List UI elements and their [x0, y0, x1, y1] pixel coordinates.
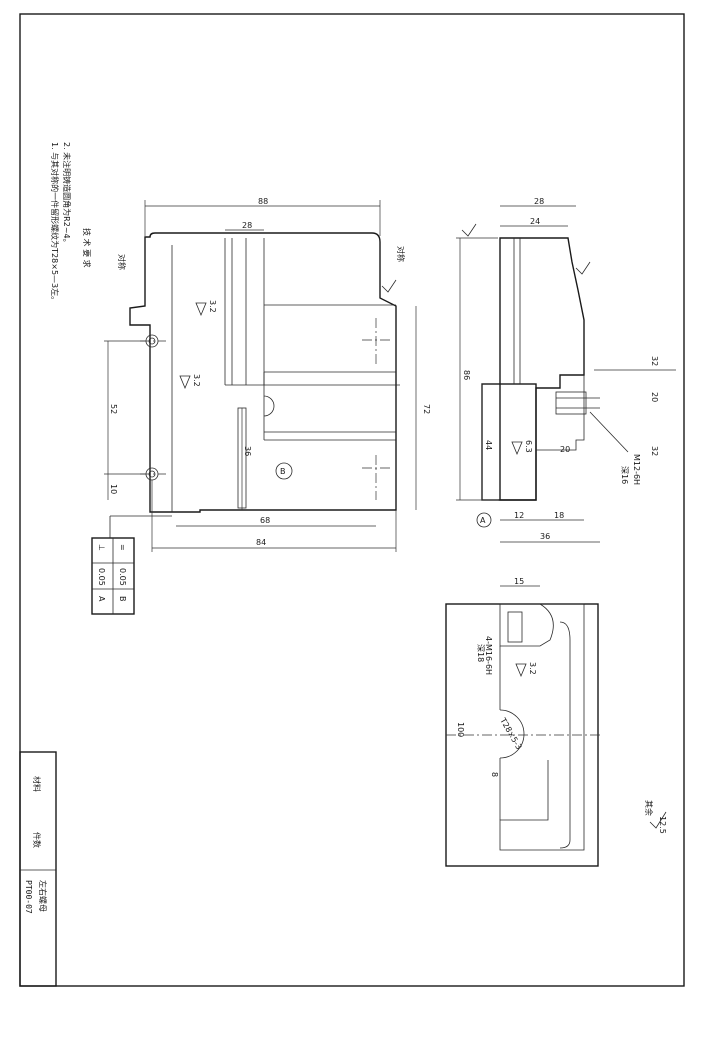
label-right: 对称 [396, 246, 406, 262]
front-outline [129, 232, 397, 513]
dim-section-b3: 36 [540, 532, 550, 541]
tolerance-value-1: 0.05 [97, 568, 106, 586]
dim-section-lower: 44 [484, 440, 493, 450]
tolerance-symbol-1: ⊥ [97, 544, 106, 551]
dim-section-top1: 28 [534, 197, 544, 206]
dim-section-r4: 32 [650, 446, 659, 456]
note-line-1: 1. 与其对称的一件留形螺纹为T28×5—3左。 [50, 142, 60, 304]
dim-front-b1: 68 [260, 516, 270, 525]
datum-b-marker [275, 462, 293, 480]
notes-heading: 技 术 要 求 [82, 228, 92, 268]
datum-a-marker [476, 512, 492, 528]
plan-thread: 4-M16-6H [484, 636, 493, 675]
note-line-2: 2. 未注明铸造圆角为R2~4。 [62, 142, 72, 247]
dim-section-b2: 18 [554, 511, 564, 520]
finish-other-label: 其余 [644, 800, 654, 816]
dim-plan-top: 15 [514, 577, 524, 586]
finish-other-value: 12.5 [658, 816, 667, 834]
finish-symbol [179, 375, 191, 390]
finish-a: 3.2 [208, 300, 217, 313]
dim-section-r2: 20 [650, 392, 659, 402]
front-view: 88 28 72 52 10 36 68 84 B 3.2 3.2 对称 对称 [104, 197, 431, 552]
tolerance-symbol-2: = [118, 544, 127, 551]
dim-front-mid: 36 [243, 446, 252, 456]
finish-symbol [195, 302, 207, 317]
finish-symbol [515, 663, 527, 678]
dim-section-r3: 20 [560, 445, 570, 454]
dim-plan-side: 100 [456, 722, 465, 737]
dim-section-b1: 12 [514, 511, 524, 520]
section-thread: M12-6H [632, 454, 641, 485]
dim-front-b2: 84 [256, 538, 266, 547]
finish-c: 6.3 [524, 440, 533, 453]
datum-a-label: A [480, 516, 486, 525]
title-part-name: 左右螺母 [38, 880, 48, 912]
title-part-code: PT00-07 [24, 880, 33, 914]
dim-plan-bot: 8 [490, 772, 499, 777]
dim-front-top: 88 [258, 197, 268, 206]
tolerance-datum-2: B [118, 596, 127, 602]
tolerance-value-2: 0.05 [118, 568, 127, 586]
title-block: 材料 件数 左右螺母 PT00-07 [19, 751, 57, 987]
label-left: 对称 [117, 254, 127, 270]
dim-front-inner: 28 [242, 221, 252, 230]
title-label-material: 材料 [32, 776, 42, 792]
dim-front-small: 10 [109, 484, 118, 494]
dim-section-r1: 32 [650, 356, 659, 366]
dim-section-top2: 24 [530, 217, 540, 226]
finish-note: 其余 12.5 [644, 800, 667, 834]
dim-front-right: 72 [422, 404, 431, 414]
finish-b: 3.2 [192, 374, 201, 387]
tolerance-frame: ⊥ 0.05 A = 0.05 B [91, 515, 172, 615]
dim-section-height: 86 [462, 370, 471, 380]
dim-front-left: 52 [109, 404, 118, 414]
section-depth: 深16 [620, 466, 629, 484]
datum-b-label: B [280, 467, 286, 476]
tolerance-datum-1: A [97, 596, 106, 602]
technical-notes: 1. 与其对称的一件留形螺纹为T28×5—3左。 2. 未注明铸造圆角为R2~4… [50, 142, 92, 304]
section-body [499, 237, 585, 501]
finish-d: 3.2 [528, 662, 537, 675]
finish-symbol [511, 441, 523, 456]
drawing-border [19, 13, 685, 987]
plan-trap-thread: T28×5-3 [498, 716, 524, 752]
plan-depth: 深18 [476, 644, 485, 662]
title-label-count: 件数 [32, 832, 42, 848]
plan-view: 15 100 4-M16-6H 深18 T28×5-3 8 3.2 [445, 577, 600, 867]
section-view: 28 24 86 44 32 20 20 32 M12-6H 深16 12 18… [456, 197, 676, 543]
